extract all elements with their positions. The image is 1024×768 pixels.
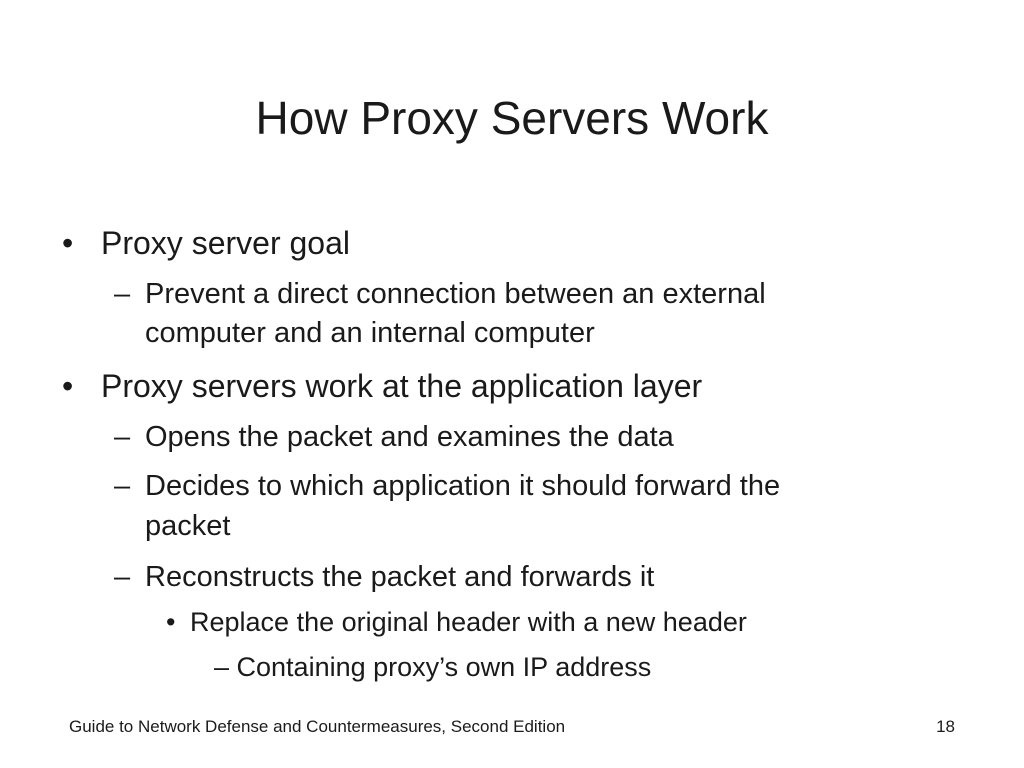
- sub-bullet-opens-packet: Opens the packet and examines the data: [145, 421, 674, 453]
- sub-bullet-prevent-connection-line2: computer and an internal computer: [145, 317, 595, 349]
- page-number: 18: [936, 717, 955, 736]
- dash-marker: –: [114, 421, 131, 453]
- sub-bullet-reconstructs-packet: Reconstructs the packet and forwards it: [145, 561, 655, 593]
- sub-bullet-prevent-connection-line1: Prevent a direct connection between an e…: [145, 278, 766, 310]
- bullet-application-layer: Proxy servers work at the application la…: [101, 368, 703, 404]
- sub-sub-sub-bullet-proxy-ip: – Containing proxy’s own IP address: [214, 652, 652, 682]
- footer-book-title: Guide to Network Defense and Countermeas…: [69, 717, 566, 736]
- bullet-marker: •: [62, 225, 74, 261]
- sub-bullet-decides-application-line1: Decides to which application it should f…: [145, 470, 781, 502]
- dash-marker: –: [114, 561, 131, 593]
- sub-bullet-decides-application-line2: packet: [145, 510, 231, 542]
- bullet-marker: •: [62, 368, 74, 404]
- slide-title: How Proxy Servers Work: [255, 92, 769, 144]
- dash-marker: –: [114, 470, 131, 502]
- bullet-marker: •: [166, 607, 176, 637]
- sub-sub-bullet-replace-header: Replace the original header with a new h…: [190, 607, 747, 637]
- bullet-proxy-server-goal: Proxy server goal: [101, 225, 350, 261]
- dash-marker: –: [114, 278, 131, 310]
